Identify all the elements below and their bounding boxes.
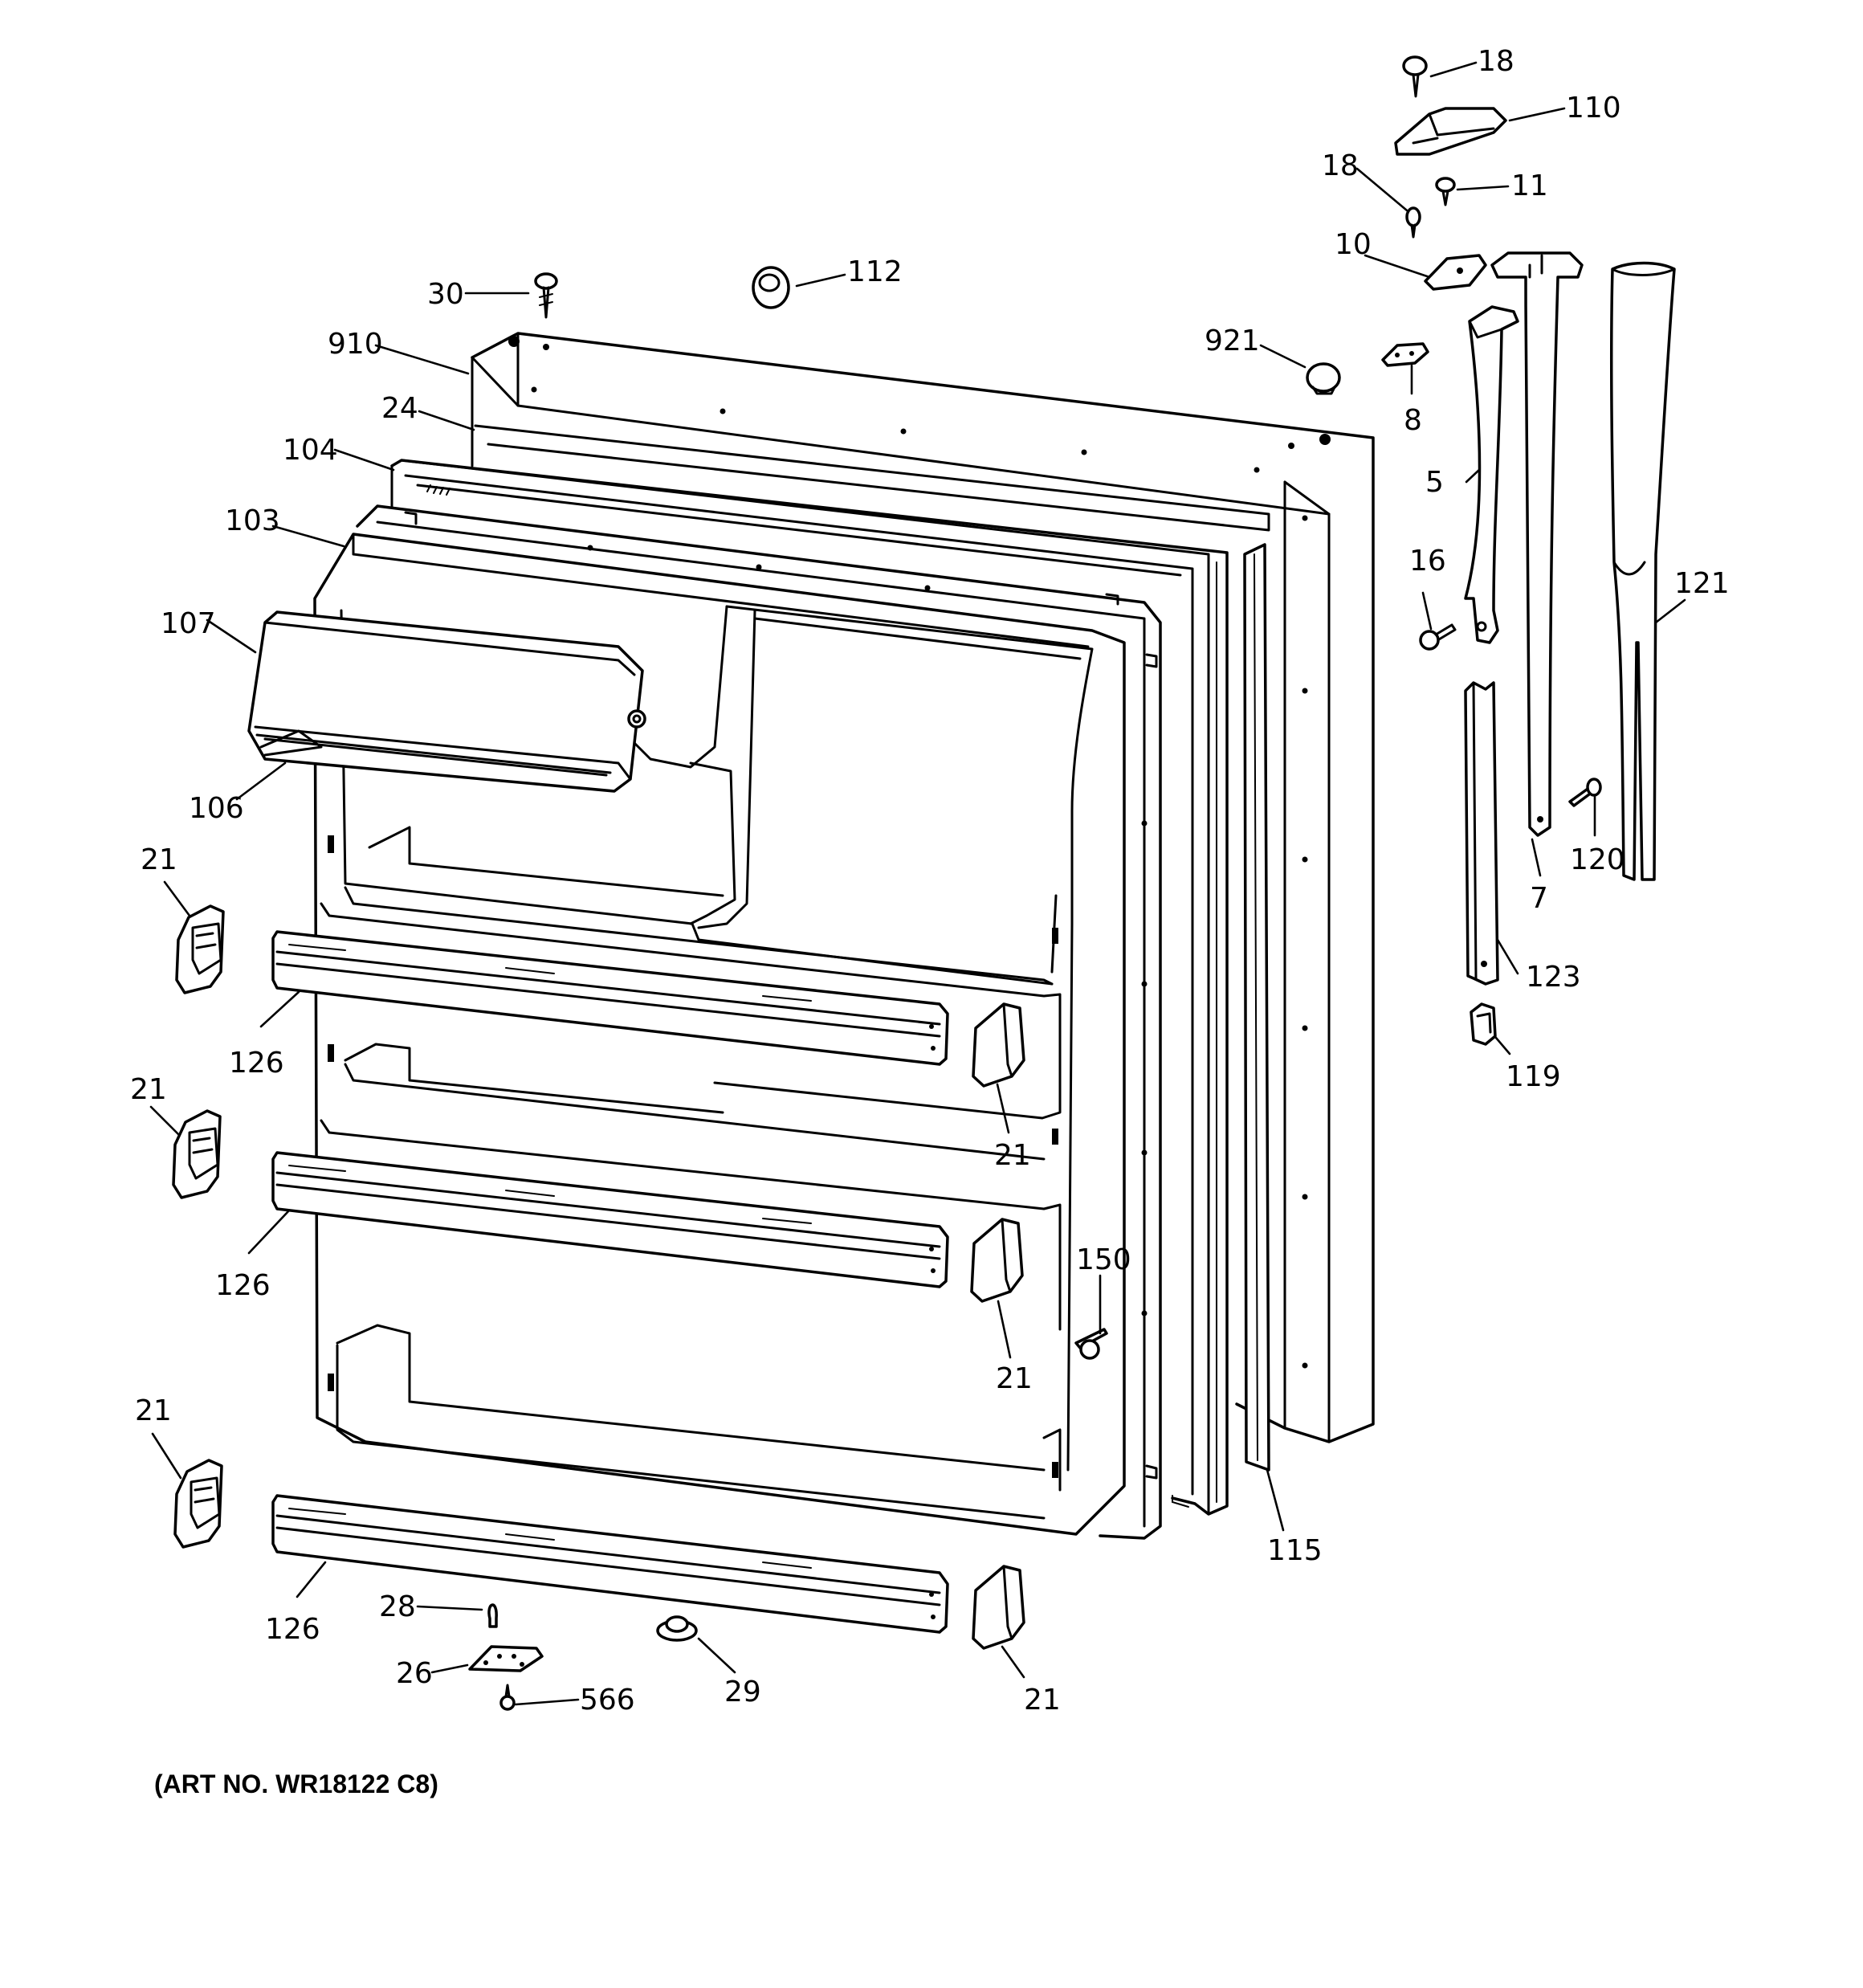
handle-121 [1609,261,1676,881]
handle-bracket-7 [1490,251,1584,837]
handle-trim-5 [1464,305,1519,644]
callout-123: 123 [1526,961,1581,994]
callout-21a: 21 [141,843,177,876]
callout-18a: 18 [1478,45,1514,78]
callout-112: 112 [847,255,903,288]
hinge-channel-123 [1464,681,1499,986]
callout-110: 110 [1566,92,1621,125]
callout-121: 121 [1674,567,1730,600]
callout-8: 8 [1404,404,1422,437]
callout-11: 11 [1511,169,1548,202]
screw-150 [1074,1328,1108,1360]
hinge-pin-bushing-119 [1470,1002,1497,1046]
screw-120 [1568,778,1602,807]
shelf-end-cap-left-3 [173,1459,223,1549]
shelf-end-cap-right-1 [972,1002,1025,1088]
callout-150: 150 [1076,1243,1131,1276]
callout-107: 107 [161,607,216,640]
leader-lines [149,61,1686,1706]
callout-7: 7 [1530,882,1548,915]
callout-21c: 21 [994,1139,1031,1172]
shelf-end-cap-right-2 [970,1218,1024,1303]
callout-24: 24 [381,392,418,425]
callout-5: 5 [1425,466,1444,499]
callout-labels: 18 110 18 11 10 30 112 910 921 24 8 104 … [130,45,1730,1717]
screw-566 [499,1684,516,1711]
plug-button-921 [1306,362,1341,395]
callout-10: 10 [1335,228,1372,261]
callout-103: 103 [225,504,280,537]
dairy-compartment-door [247,610,646,793]
callout-126b: 126 [215,1269,271,1302]
callout-119: 119 [1506,1060,1561,1093]
callout-126c: 126 [265,1613,320,1646]
callout-18b: 18 [1322,149,1359,182]
callout-21e: 21 [135,1394,172,1427]
callout-21b: 21 [130,1073,167,1106]
gasket-strip [1243,543,1270,1472]
callout-29: 29 [724,1676,761,1708]
callout-21d: 21 [996,1362,1033,1395]
callout-910: 910 [328,328,383,361]
callout-115: 115 [1267,1534,1323,1567]
screw-16 [1419,623,1457,651]
callout-120: 120 [1570,843,1625,876]
callout-21f: 21 [1024,1684,1061,1717]
callout-921: 921 [1205,325,1260,357]
plug-button-112 [752,266,790,309]
screw-30 [534,272,558,319]
callout-28: 28 [379,1590,416,1623]
art-number: (ART NO. WR18122 C8) [154,1770,438,1798]
screw-18-mid [1405,206,1421,239]
hinge-plate-26 [468,1645,544,1672]
screw-18-top [1402,55,1428,98]
shelf-end-cap-left-1 [175,904,225,994]
screw-11 [1435,177,1456,206]
hinge-cover-110 [1394,107,1507,156]
grommet-29 [656,1615,698,1642]
callout-126a: 126 [229,1047,284,1080]
door-shelf-top[interactable] [271,930,949,1066]
shelf-end-cap-right-3 [972,1565,1025,1650]
hinge-plate-8 [1381,342,1429,367]
callout-16: 16 [1409,545,1446,578]
callout-26: 26 [396,1657,433,1690]
callout-106: 106 [189,792,244,825]
door-shelf-middle[interactable] [271,1151,949,1288]
shelf-end-cap-left-2 [172,1109,222,1199]
pin-28 [487,1603,498,1628]
callout-30: 30 [427,278,464,311]
callout-104: 104 [283,434,338,467]
callout-566: 566 [580,1684,635,1717]
door-shelf-bottom[interactable] [271,1494,949,1634]
hinge-bracket-10 [1424,254,1487,291]
